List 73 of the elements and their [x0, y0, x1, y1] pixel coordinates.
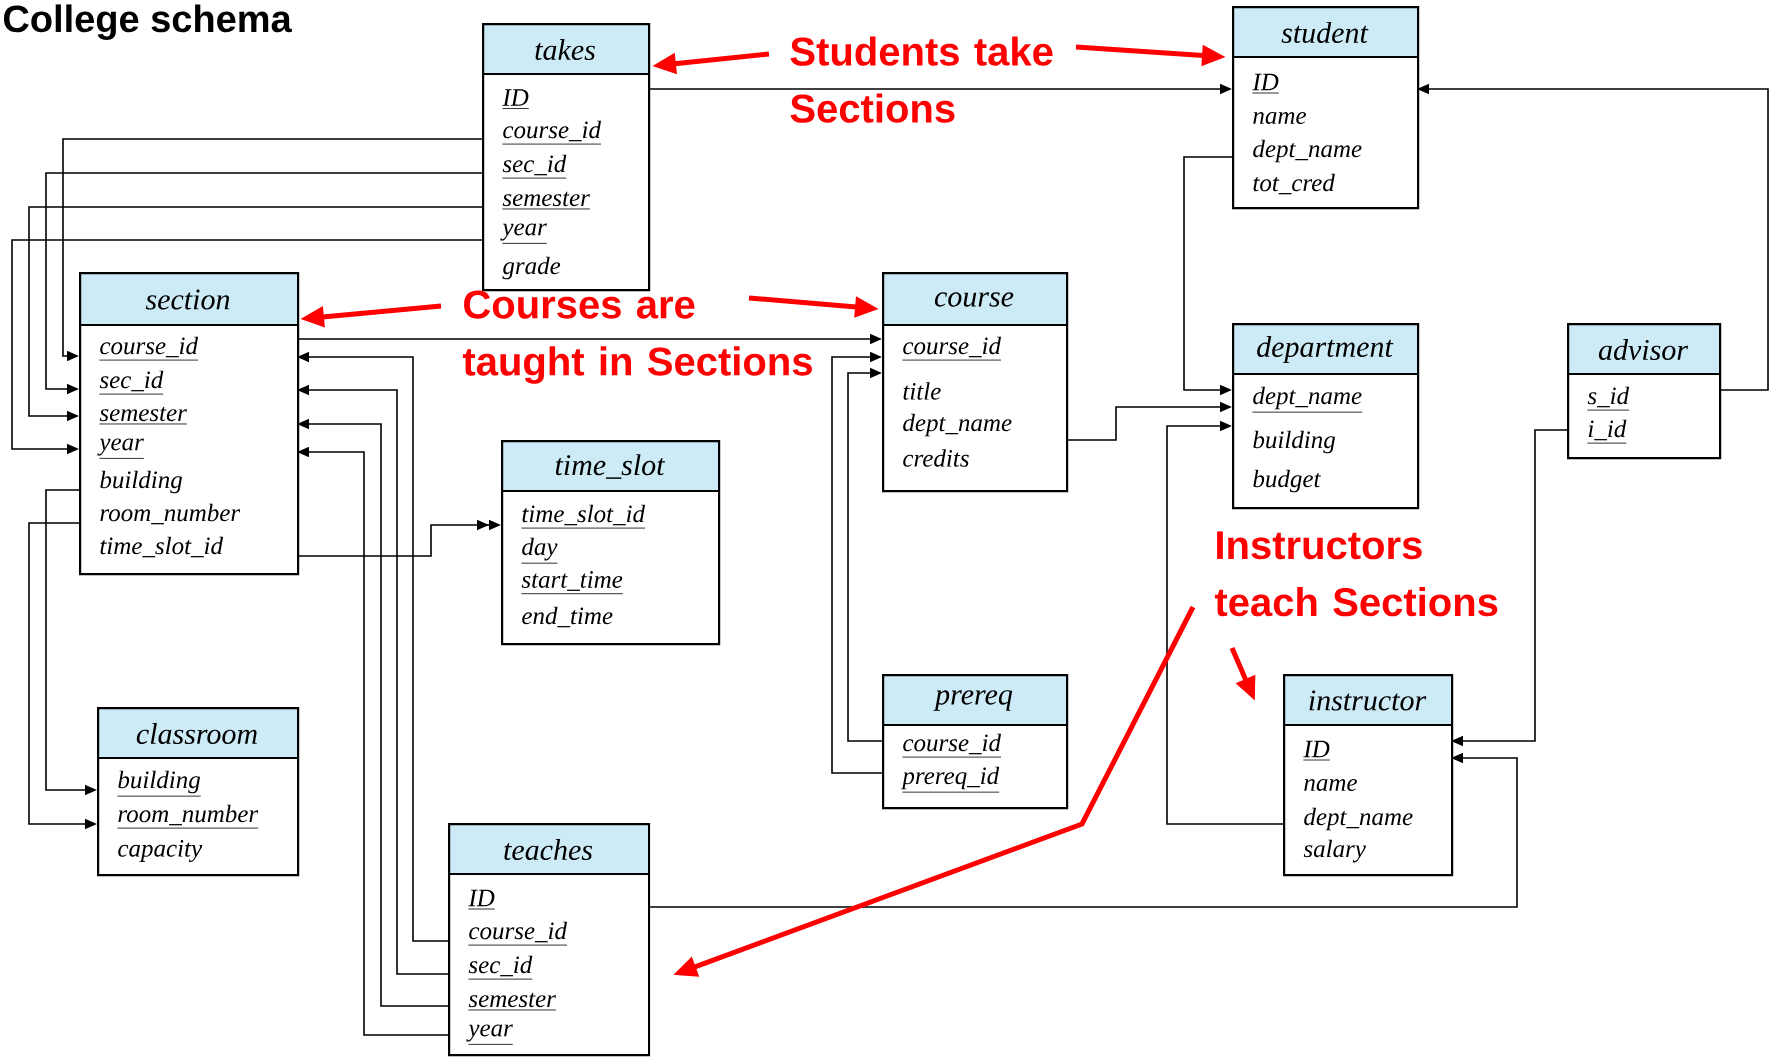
column-name: start_time: [521, 571, 624, 595]
arrow: [831, 351, 883, 774]
column-name: course_id: [902, 336, 1002, 361]
column-name: name: [1304, 779, 1357, 791]
column-name: i_id: [1587, 419, 1627, 444]
table-name: teaches: [504, 838, 593, 861]
title: College schema: [3, 4, 292, 40]
annotation-text: Courses are taught in Sections: [462, 290, 812, 384]
column-name: time_slot_id: [521, 504, 646, 529]
table-box: [1232, 323, 1420, 510]
table-box: [482, 23, 651, 292]
table-name: time_slot: [555, 454, 666, 479]
column-name: dept_name: [903, 413, 1012, 437]
table-box: [882, 272, 1069, 493]
annotation-text: Instructors teach Sections: [1214, 531, 1498, 617]
column-name: prereq_id: [900, 766, 1000, 793]
table-box: [1567, 323, 1722, 460]
table-name: section: [145, 289, 230, 310]
column-name: sec_id: [468, 955, 533, 980]
column-name: ID: [1303, 740, 1331, 761]
column-name: course_id: [468, 921, 568, 946]
column-name: dept_name: [1253, 139, 1362, 163]
table-box: [882, 674, 1069, 810]
column-name: course_id: [99, 336, 199, 361]
table-name: course: [934, 292, 1014, 307]
column-name: ID: [1252, 73, 1280, 94]
column-name: semester: [468, 992, 557, 1011]
column-name: building: [100, 470, 182, 494]
column-name: title: [903, 382, 941, 400]
column-name: dept_name: [1304, 807, 1413, 831]
column-name: ID: [502, 89, 530, 109]
table-name: takes: [535, 38, 595, 61]
column-name: sec_id: [99, 370, 164, 395]
table-name: instructor: [1309, 690, 1427, 711]
column-name: dept_name: [1252, 386, 1363, 413]
column-name: end_time: [522, 606, 613, 628]
column-name: building: [1253, 430, 1335, 454]
column-name: year: [466, 1024, 514, 1045]
column-name: sec_id: [502, 154, 567, 179]
column-name: capacity: [118, 840, 203, 862]
column-name: ID: [468, 889, 496, 910]
column-name: salary: [1303, 839, 1366, 863]
column-name: credits: [903, 449, 969, 467]
column-name: semester: [99, 406, 188, 425]
table-name: student: [1281, 21, 1369, 44]
annotation-text: Students take Sections: [790, 36, 1053, 123]
table-box: [97, 707, 300, 877]
column-name: budget: [1253, 469, 1321, 493]
table-box: [79, 272, 300, 576]
column-name: room_number: [117, 804, 259, 829]
column-name: tot_cred: [1253, 173, 1335, 195]
table-name: advisor: [1598, 338, 1689, 361]
table-box: [501, 440, 721, 646]
arrow: [847, 367, 883, 742]
column-name: year: [500, 223, 548, 244]
column-name: course_id: [502, 120, 602, 145]
column-name: building: [117, 770, 202, 797]
column-name: s_id: [1587, 386, 1630, 411]
column-name: grade: [502, 256, 561, 280]
table-box: [1283, 674, 1454, 877]
table-name: prereq: [933, 690, 1013, 711]
column-name: day: [521, 537, 558, 564]
arrow: [1166, 420, 1284, 825]
column-name: year: [97, 438, 145, 459]
column-name: course_id: [902, 733, 1002, 758]
table-box: [448, 823, 651, 1057]
table-name: department: [1257, 335, 1394, 364]
table-name: classroom: [136, 722, 257, 745]
column-name: room_number: [100, 503, 241, 525]
column-name: semester: [502, 191, 591, 210]
column-name: time_slot_id: [100, 536, 224, 558]
table-box: [1232, 6, 1420, 210]
column-name: name: [1253, 112, 1306, 124]
